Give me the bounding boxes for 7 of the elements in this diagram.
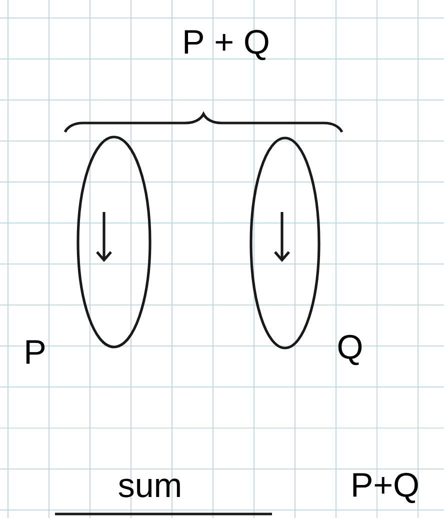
ellipse-outline	[76, 136, 152, 348]
label: P+Q	[353, 472, 418, 504]
ellipse-outline	[250, 136, 320, 350]
side-label: Q	[338, 334, 362, 366]
side-label: P	[26, 340, 45, 364]
label: sum	[118, 478, 180, 498]
label: P + Q	[184, 30, 268, 60]
